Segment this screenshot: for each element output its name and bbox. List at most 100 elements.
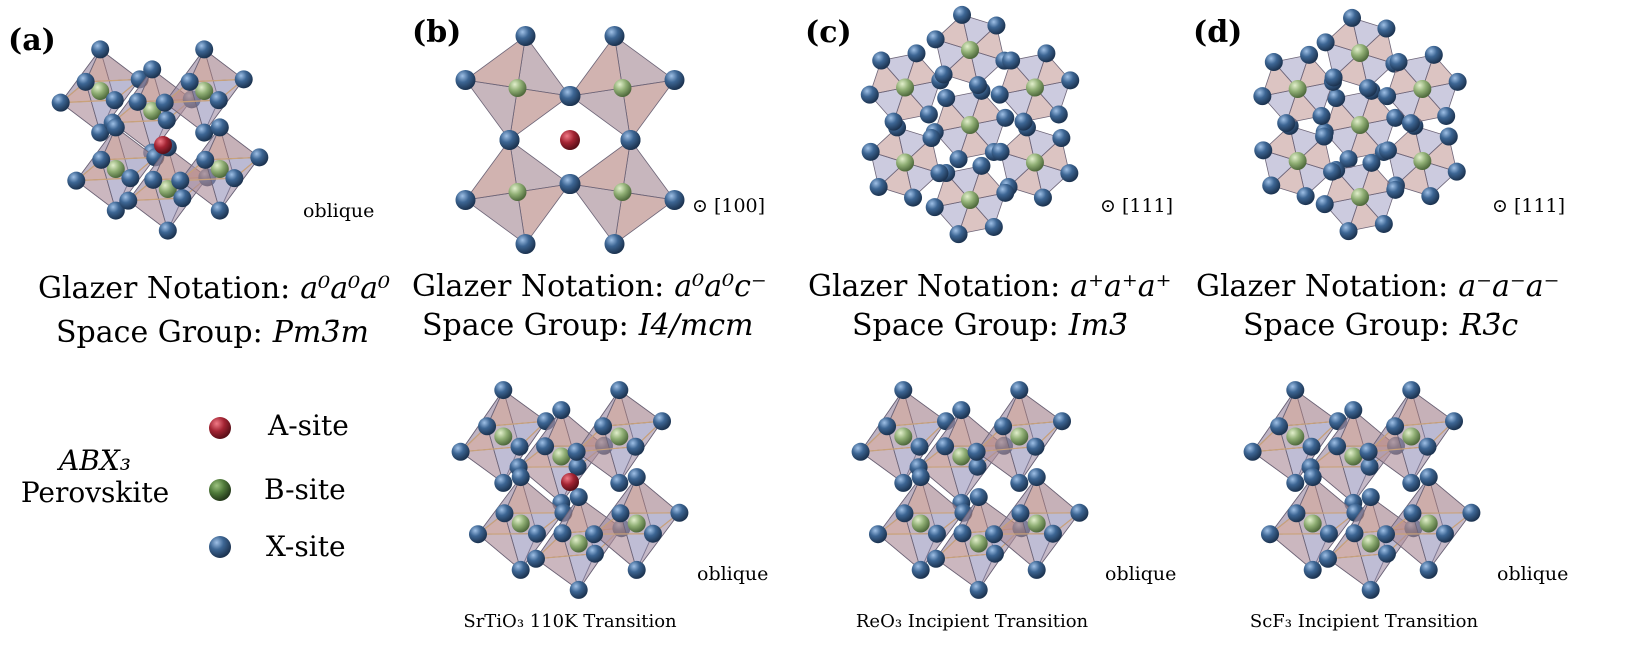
x-site-atom — [894, 381, 913, 400]
x-site-atom — [922, 129, 941, 148]
panel-label: (d) — [1193, 15, 1242, 50]
svg-text:Glazer Notation:a⁰a⁰c⁻: Glazer Notation: a⁰a⁰c⁻ — [412, 269, 767, 304]
b-site-atom — [961, 116, 979, 134]
x-site-atom — [1386, 108, 1405, 127]
x-site-atom — [1316, 33, 1335, 52]
glazer-notation: a⁰a⁰c⁻ — [674, 269, 766, 304]
x-site-atom — [643, 524, 662, 543]
b-site-atom — [1361, 534, 1380, 553]
b-site-atom — [911, 514, 930, 533]
x-site-atom — [1010, 381, 1029, 400]
x-site-atom — [1358, 79, 1377, 98]
x-site-atom — [1403, 504, 1422, 523]
svg-text:X-site: X-site — [266, 530, 346, 563]
x-site-atom — [536, 437, 555, 456]
x-site-atom — [953, 524, 972, 543]
space-group-prefix: Space Group: — [56, 315, 263, 350]
x-site-atom — [121, 169, 140, 188]
svg-text:B-site: B-site — [264, 473, 346, 506]
b-site-atom — [1419, 514, 1438, 533]
x-site-atom — [996, 183, 1015, 202]
x-site-atom — [567, 442, 586, 461]
x-site-atom — [1424, 45, 1443, 64]
x-site-atom — [1324, 68, 1343, 87]
x-site-atom — [1389, 53, 1408, 72]
x-site-atom — [1378, 87, 1397, 106]
b-site-atom — [552, 447, 571, 466]
b-site-atom — [569, 534, 588, 553]
x-site-atom — [604, 26, 625, 46]
panel-c: (c) ⊙ [111] Glazer Notation:a⁺a⁺a⁺ Space… — [805, 5, 1176, 632]
x-site-atom — [969, 488, 988, 507]
x-site-atom — [1264, 53, 1283, 72]
x-site-atom — [1435, 524, 1454, 543]
b-site-atom — [494, 427, 513, 446]
x-site-atom — [171, 171, 190, 190]
x-site-atom — [930, 164, 949, 183]
svg-text:Space Group:Pm3̄m: Space Group:Pm3̄m — [56, 315, 369, 350]
x-site-atom — [594, 417, 613, 436]
x-site-atom — [1462, 503, 1481, 522]
x-site-atom — [919, 105, 938, 124]
octahedron-face — [464, 138, 518, 201]
glazer-prefix: Glazer Notation: — [808, 269, 1060, 304]
x-site-atom — [494, 381, 513, 400]
x-site-atom — [495, 504, 514, 523]
x-site-atom — [1253, 87, 1272, 106]
x-site-atom — [927, 524, 946, 543]
x-site-atom — [225, 169, 244, 188]
b-site-atom — [1344, 447, 1363, 466]
structure-view-100 — [455, 26, 685, 254]
x-site-atom — [527, 524, 546, 543]
x-site-atom — [611, 504, 630, 523]
glazer-prefix: Glazer Notation: — [1196, 269, 1448, 304]
x-site-atom — [1302, 437, 1321, 456]
x-site-atom — [560, 86, 581, 106]
x-site-atom — [1418, 437, 1437, 456]
x-site-atom — [991, 142, 1010, 161]
x-site-atom — [1287, 504, 1306, 523]
b-site-atom — [508, 183, 527, 201]
x-site-atom — [1312, 106, 1331, 125]
glazer-prefix: Glazer Notation: — [412, 269, 664, 304]
x-site-atom — [1315, 195, 1334, 214]
legend: ABX₃ Perovskite A-site B-site X-site — [21, 409, 349, 563]
x-site-atom — [511, 468, 530, 487]
x-site-atom — [91, 40, 110, 59]
x-site-atom — [1243, 442, 1262, 461]
x-site-atom — [1346, 503, 1365, 522]
b-site-atom — [1027, 514, 1046, 533]
x-site-atom — [585, 544, 604, 563]
x-site-atom — [92, 150, 111, 169]
a-site-atom — [560, 130, 580, 150]
svg-text:Space Group:I4/mcm: Space Group:I4/mcm — [422, 308, 753, 343]
x-site-atom — [552, 401, 571, 420]
x-site-atom — [1359, 442, 1378, 461]
x-site-atom — [196, 150, 215, 169]
x-site-atom — [1361, 580, 1380, 599]
x-site-atom — [499, 130, 520, 150]
x-site-atom — [1386, 417, 1405, 436]
x-site-atom — [1402, 381, 1421, 400]
x-site-atom — [1319, 524, 1338, 543]
x-site-atom — [1360, 457, 1379, 476]
svg-text:Space Group:Im3̄: Space Group:Im3̄ — [852, 308, 1128, 343]
view-label: ⊙ [111] — [1492, 195, 1565, 217]
x-site-atom — [1376, 525, 1395, 544]
svg-text:Glazer Notation:a⁰a⁰a⁰: Glazer Notation:a⁰a⁰a⁰ — [38, 271, 390, 306]
panel-label: (a) — [8, 23, 56, 58]
b-site-atom — [1303, 514, 1322, 533]
x-site-atom — [1421, 187, 1440, 206]
x-site-atom — [1061, 71, 1080, 90]
x-site-atom — [105, 91, 124, 110]
x-site-atom — [455, 190, 476, 210]
b-site-atom — [894, 427, 913, 446]
bottom-view-label: oblique — [697, 563, 768, 585]
x-site-atom — [1262, 176, 1281, 195]
glazer-notation: a⁰a⁰a⁰ — [300, 271, 390, 306]
x-site-atom — [952, 401, 971, 420]
x-site-atom — [515, 234, 536, 254]
x-site-atom — [1439, 127, 1458, 146]
b-site-atom — [106, 160, 125, 178]
